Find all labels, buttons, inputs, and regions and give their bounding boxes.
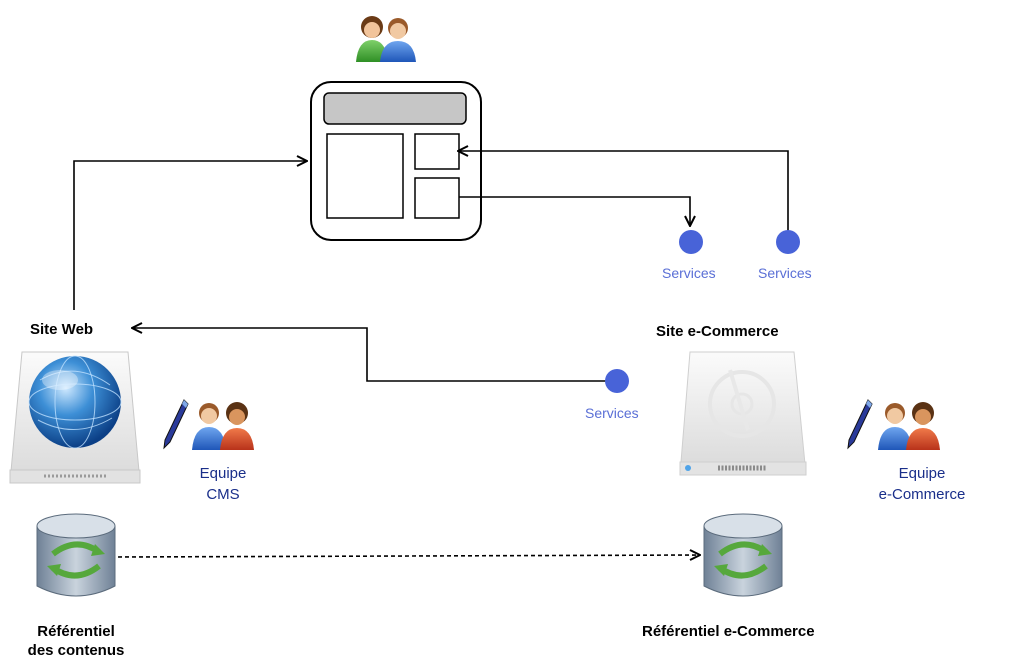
service-dot-2 xyxy=(776,230,800,254)
services-label-3: Services xyxy=(585,405,639,421)
site-web-label: Site Web xyxy=(30,321,94,338)
team-cms-line-1: Equipe xyxy=(199,465,247,482)
service-dot-1 xyxy=(679,230,703,254)
team-ecommerce-line-1: Equipe xyxy=(898,465,946,482)
users-icon-cms xyxy=(192,402,254,450)
services-label-2: Services xyxy=(758,265,812,281)
ref-contenus-line-1: Référentiel xyxy=(37,623,115,640)
site-ecommerce-label: Site e-Commerce xyxy=(656,323,779,340)
team-ecommerce-label: Equipe e-Commerce xyxy=(866,463,978,505)
team-ecommerce-line-2: e-Commerce xyxy=(878,486,966,503)
arrow-service-to-siteweb xyxy=(132,328,606,382)
team-cms-label: Equipe CMS xyxy=(180,463,266,505)
arrow-ref-sync xyxy=(117,555,700,557)
pen-icon-cms xyxy=(163,399,189,450)
server-icon xyxy=(679,351,807,476)
portal-page-icon xyxy=(310,81,482,241)
arrow-siteweb-to-portal xyxy=(73,161,307,310)
connectors xyxy=(73,151,789,557)
services-label-1: Services xyxy=(662,265,716,281)
users-icon-top xyxy=(356,16,416,62)
database-sync-icon-contenus xyxy=(36,513,116,597)
ref-contenus-label: Référentiel des contenus xyxy=(20,622,132,660)
database-sync-icon-ecommerce xyxy=(703,513,783,597)
arrow-portal-to-service xyxy=(459,196,690,226)
users-icon-ecommerce xyxy=(878,402,940,450)
arrow-service-to-portal xyxy=(458,151,789,232)
pen-icon-ecommerce xyxy=(847,399,873,450)
team-cms-line-2: CMS xyxy=(206,486,240,503)
service-dot-3 xyxy=(605,369,629,393)
ref-ecommerce-label: Référentiel e-Commerce xyxy=(642,623,815,640)
globe-server-icon xyxy=(9,351,141,484)
ref-contenus-line-2: des contenus xyxy=(27,642,125,659)
